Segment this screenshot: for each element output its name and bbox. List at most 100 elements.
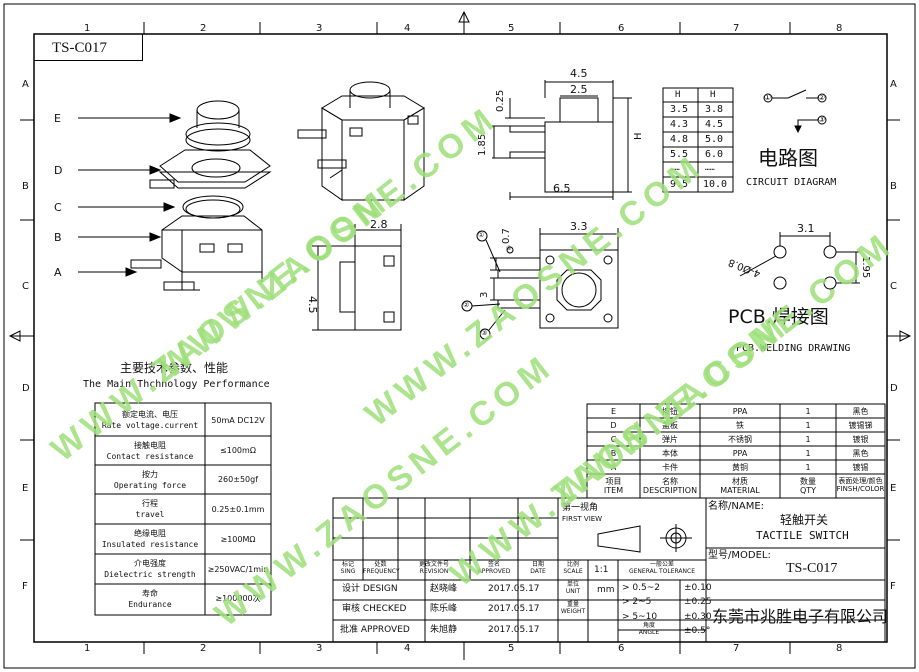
pcb-title-cn: PCB.焊接图: [728, 306, 829, 328]
bom-name: 弹片: [662, 435, 678, 444]
pcb-view: [739, 232, 860, 290]
bom-name: 本体: [662, 449, 678, 458]
iso-view: [297, 81, 425, 201]
spec-row-en: Contact resistance: [106, 452, 194, 461]
bom-qty: 1: [805, 449, 811, 458]
h-table-cell: ……: [670, 163, 680, 172]
dim-6-5: 6.5: [553, 182, 571, 195]
bom-mat: 不锈钢: [728, 435, 752, 444]
spec-title-en: The Main Thchnology Performance: [83, 379, 270, 390]
bom-mat: 黄铜: [732, 463, 748, 472]
circuit-pin-2: ②: [818, 93, 826, 102]
spec-row-cn: 接触电阻: [134, 441, 166, 450]
h-table-cell: 4.8: [670, 134, 689, 145]
circuit-symbol: [763, 89, 827, 134]
dim-0-25: 0.25: [495, 89, 506, 112]
col-marker: 8: [836, 23, 843, 34]
col-marker: 6: [618, 643, 625, 654]
spec-row-en: Dielectric strength: [104, 570, 196, 579]
tb-name-checked: 陈乐峰: [430, 604, 458, 614]
h-table-header: H: [710, 90, 716, 100]
tb-tol-range: > 0.5~2: [622, 583, 660, 593]
h-table-cell: 4.5: [705, 119, 724, 130]
spec-row-val: 50mA DC12V: [211, 416, 265, 425]
first-view-en: FIRST VIEW: [562, 515, 603, 523]
dim-3: 3: [479, 291, 490, 298]
spec-row-cn: 额定电流、电压: [122, 410, 178, 419]
bom-qty: 1: [805, 463, 811, 472]
row-marker: C: [890, 281, 897, 292]
col-marker: 7: [733, 643, 740, 654]
row-marker: D: [890, 383, 898, 394]
circuit-title-en: CIRCUIT DIAGRAM: [746, 177, 837, 188]
tb-name-label: 名称/NAME:: [708, 501, 765, 512]
tb-tol-value: ±0.25: [684, 597, 712, 607]
bom-table-grid: [586, 403, 886, 499]
exploded-label-d: D: [54, 164, 63, 177]
bom-fin: 黑色: [852, 407, 869, 416]
circuit-pin-1: ①: [764, 93, 772, 102]
spec-title-cn: 主要技术参数、性能: [120, 361, 229, 375]
front-pin-4: ④: [506, 245, 512, 252]
bom-mat: 铁: [736, 421, 744, 430]
tb-tol-value: ±0.10: [684, 583, 712, 593]
title-box-text: TS-C017: [52, 40, 108, 56]
h-table-cell: 3.8: [705, 104, 724, 115]
col-marker: 1: [84, 643, 91, 654]
h-table-cell: 4.3: [670, 119, 689, 130]
spec-row-val: ≤100mΩ: [220, 446, 256, 455]
bom-fin: 镀锡锑: [848, 421, 873, 430]
h-table-header: H: [675, 90, 681, 100]
spec-row-cn: 寿命: [142, 589, 158, 598]
front-pin-1: ①: [478, 231, 485, 239]
title-block-grid: [332, 497, 886, 643]
tb-tol-range: > 2~5: [622, 597, 652, 607]
tb-date-checked: 2017.05.17: [488, 604, 540, 614]
exploded-label-a: A: [54, 266, 62, 279]
spec-row-cn: 行程: [142, 499, 158, 508]
spec-row-en: Operating force: [113, 481, 187, 490]
bom-name: 盖板: [662, 421, 678, 430]
tb-date-design: 2017.05.17: [488, 584, 540, 594]
h-table-cell: 9.5: [670, 179, 689, 190]
h-table-cell: 6.0: [705, 149, 724, 160]
bom-qty: 1: [805, 435, 811, 444]
bom-fin: 黑色: [852, 449, 869, 458]
dim-3-3: 3.3: [570, 220, 588, 233]
tb-name-design: 赵晓峰: [430, 584, 458, 594]
spec-row-val: ≥100MΩ: [220, 535, 256, 544]
h-table-cell: 5.5: [670, 149, 689, 160]
spec-row-en: Insulated resistance: [101, 540, 199, 549]
h-table-cell: 10.0: [703, 179, 728, 190]
first-view-cn: 第一视角: [562, 503, 599, 513]
dim-0-7: 0.7: [501, 228, 512, 244]
spec-row-cn: 绝缘电阻: [134, 529, 166, 538]
circuit-pin-3: ③: [818, 115, 826, 124]
row-marker: A: [890, 79, 897, 90]
front-pin-2: ②: [463, 301, 470, 309]
col-marker: 5: [508, 23, 515, 34]
col-marker: 8: [836, 643, 843, 654]
spec-row-en: Endurance: [128, 600, 172, 609]
bom-id: B: [610, 449, 617, 458]
row-marker: E: [22, 483, 29, 494]
tb-name-approved: 朱旭静: [430, 625, 458, 635]
col-marker: 1: [84, 23, 91, 34]
row-marker: A: [22, 79, 29, 90]
tb-tol-range: > 5~10: [622, 612, 658, 622]
bom-mat: PPA: [732, 449, 748, 458]
row-marker: F: [22, 581, 28, 592]
title-box: [34, 34, 143, 61]
bom-fin: 镀锡: [852, 463, 869, 472]
spec-row-val: 0.25±0.1mm: [211, 505, 265, 514]
col-marker: 6: [618, 23, 625, 34]
tb-tol-value: ±0.30: [684, 612, 712, 622]
bom-id: C: [610, 435, 617, 444]
h-table-grid: [662, 87, 734, 193]
